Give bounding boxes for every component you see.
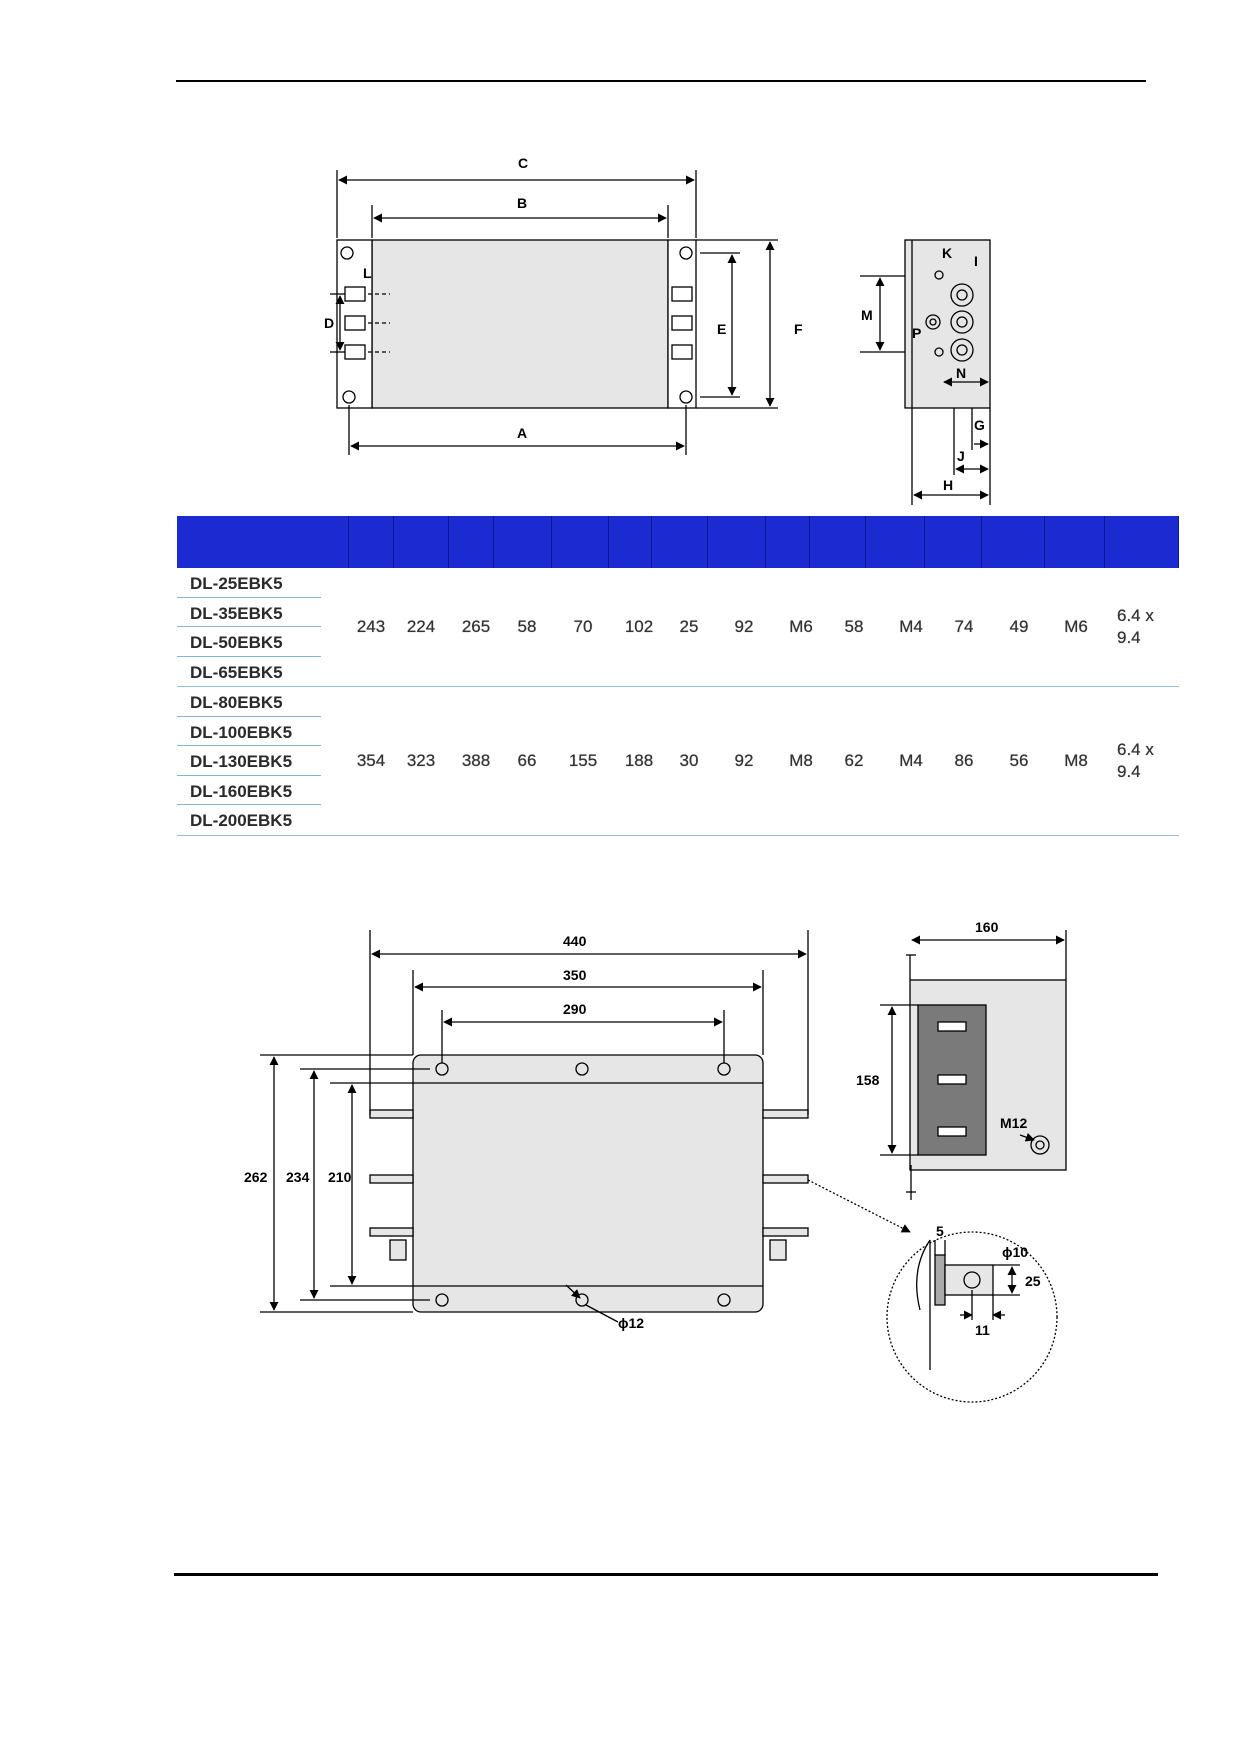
label-d: D — [324, 315, 334, 331]
dim-m12: M12 — [1000, 1115, 1027, 1131]
value-cell: 243 — [356, 617, 386, 636]
dim-11: 11 — [975, 1322, 990, 1338]
value-cell: M8 — [789, 750, 813, 770]
model-name: DL-100EBK5 — [177, 717, 321, 746]
label-j: J — [957, 448, 965, 464]
value-cell: 66 — [517, 750, 537, 770]
value-cell: 70 — [573, 617, 593, 636]
value-cell: 224 — [406, 617, 436, 636]
model-name: DL-65EBK5 — [190, 662, 283, 682]
value-cell: 188 — [624, 750, 654, 770]
label-i: I — [974, 253, 978, 269]
header-rule — [176, 80, 1146, 82]
label-c: C — [518, 155, 528, 171]
value-cell: M4 — [899, 617, 923, 636]
dim-hole-12: ϕ12 — [618, 1315, 644, 1331]
top-dimension-diagram: C B A D E F L M K I P N G J H — [324, 155, 991, 505]
label-l: L — [363, 265, 372, 281]
label-f: F — [794, 321, 803, 337]
dim-234: 234 — [286, 1169, 310, 1185]
label-b: B — [517, 195, 527, 211]
label-k: K — [942, 245, 952, 261]
value-cell: 56 — [1009, 750, 1029, 770]
value-cell: 354 — [356, 750, 386, 770]
label-h: H — [943, 477, 953, 493]
model-name: DL-80EBK5 — [177, 687, 321, 717]
value-cell: M8 — [1064, 750, 1088, 770]
dim-262: 262 — [244, 1169, 268, 1185]
value-cell: 92 — [734, 750, 754, 770]
label-m: M — [861, 307, 873, 323]
value-cell: 30 — [679, 750, 699, 770]
dim-25: 25 — [1025, 1273, 1041, 1289]
bottom-dimension-diagram: 440 350 290 262 234 210 ϕ12 160 158 M12 … — [244, 919, 1067, 1403]
value-cell: 265 — [461, 617, 491, 636]
model-name: DL-35EBK5 — [177, 598, 321, 627]
value-cell: 6.4 x 9.4 — [1117, 739, 1154, 781]
value-cell: 62 — [844, 750, 864, 770]
value-cell: 74 — [954, 617, 974, 636]
label-e: E — [717, 321, 726, 337]
dim-350: 350 — [563, 967, 587, 983]
value-cell: 58 — [517, 617, 537, 636]
value-cell: M6 — [1064, 617, 1088, 636]
model-name: DL-130EBK5 — [177, 746, 321, 776]
dim-hole-10: ϕ10 — [1002, 1244, 1028, 1260]
model-name: DL-200EBK5 — [190, 811, 293, 830]
table-group-2: DL-80EBK5 DL-100EBK5 DL-130EBK5 DL-160EB… — [177, 687, 1179, 836]
label-p: P — [912, 325, 921, 341]
value-cell: M6 — [789, 617, 813, 636]
value-cell: 86 — [954, 750, 974, 770]
label-n: N — [956, 365, 966, 381]
value-cell: 92 — [734, 617, 754, 636]
value-cell: 58 — [844, 617, 864, 636]
value-cell: 102 — [624, 617, 654, 636]
dim-440: 440 — [563, 933, 587, 949]
value-cell: 25 — [679, 617, 699, 636]
value-cell: 323 — [406, 750, 436, 770]
value-cell: 6.4 x 9.4 — [1117, 606, 1154, 647]
dim-5: 5 — [936, 1223, 944, 1239]
value-cell: 49 — [1009, 617, 1029, 636]
label-a: A — [517, 425, 527, 441]
value-cell: 155 — [568, 750, 598, 770]
table-header — [177, 516, 1179, 568]
table-group-1: DL-25EBK5 DL-35EBK5 DL-50EBK5 DL-65EBK5 … — [177, 568, 1179, 687]
value-cell: 388 — [461, 750, 491, 770]
dim-290: 290 — [563, 1001, 587, 1017]
model-name: DL-160EBK5 — [177, 776, 321, 805]
footer-rule — [174, 1573, 1158, 1576]
label-g: G — [974, 417, 985, 433]
model-name: DL-25EBK5 — [177, 568, 321, 598]
dim-210: 210 — [328, 1169, 352, 1185]
model-name: DL-50EBK5 — [177, 627, 321, 657]
dim-160: 160 — [975, 919, 999, 935]
spec-table: DL-25EBK5 DL-35EBK5 DL-50EBK5 DL-65EBK5 … — [177, 516, 1179, 836]
dim-158: 158 — [856, 1072, 880, 1088]
value-cell: M4 — [899, 750, 923, 770]
